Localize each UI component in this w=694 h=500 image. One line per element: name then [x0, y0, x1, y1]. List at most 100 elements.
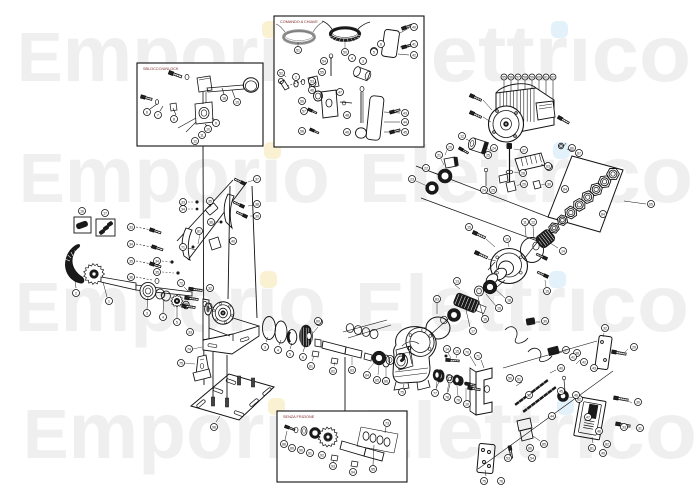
- svg-text:36: 36: [209, 220, 213, 224]
- svg-text:47: 47: [338, 90, 342, 94]
- svg-text:2: 2: [75, 291, 77, 295]
- svg-text:76: 76: [499, 479, 503, 483]
- svg-text:43: 43: [403, 111, 407, 115]
- svg-text:98: 98: [212, 425, 216, 429]
- svg-text:27: 27: [522, 148, 526, 152]
- svg-text:36: 36: [129, 275, 133, 279]
- svg-text:5: 5: [176, 320, 178, 324]
- svg-text:20: 20: [448, 145, 452, 149]
- svg-text:12: 12: [193, 139, 197, 143]
- svg-text:90: 90: [299, 448, 303, 452]
- svg-text:3: 3: [264, 345, 266, 349]
- svg-text:5: 5: [373, 50, 375, 54]
- svg-text:43: 43: [592, 366, 596, 370]
- svg-text:10: 10: [206, 127, 210, 131]
- svg-text:79: 79: [456, 398, 460, 402]
- svg-text:37: 37: [255, 177, 259, 181]
- svg-text:23: 23: [410, 177, 414, 181]
- svg-text:40: 40: [412, 25, 416, 29]
- svg-text:42: 42: [412, 53, 416, 57]
- svg-text:49: 49: [345, 130, 349, 134]
- svg-text:92: 92: [320, 453, 324, 457]
- svg-text:38: 38: [255, 202, 259, 206]
- svg-text:14: 14: [445, 347, 449, 351]
- svg-text:5: 5: [289, 352, 291, 356]
- svg-text:63: 63: [546, 164, 550, 168]
- svg-text:4: 4: [277, 348, 279, 352]
- svg-text:65: 65: [375, 378, 379, 382]
- svg-text:10: 10: [505, 237, 509, 241]
- svg-text:19: 19: [235, 100, 239, 104]
- svg-text:8: 8: [173, 117, 175, 121]
- svg-text:17: 17: [103, 211, 107, 215]
- svg-text:15: 15: [545, 289, 549, 293]
- svg-text:91: 91: [308, 451, 312, 455]
- svg-text:75: 75: [179, 361, 183, 365]
- svg-text:52: 52: [279, 71, 283, 75]
- svg-text:56: 56: [300, 99, 304, 103]
- svg-text:93: 93: [331, 464, 335, 468]
- svg-text:56: 56: [509, 75, 513, 79]
- svg-text:35: 35: [155, 270, 159, 274]
- svg-text:4: 4: [162, 315, 164, 319]
- svg-text:4: 4: [351, 56, 353, 60]
- svg-text:57: 57: [302, 109, 306, 113]
- svg-text:40: 40: [559, 366, 563, 370]
- svg-text:83: 83: [435, 297, 439, 301]
- svg-text:65: 65: [649, 202, 653, 206]
- svg-text:39: 39: [255, 214, 259, 218]
- svg-text:10: 10: [465, 402, 469, 406]
- svg-text:33: 33: [181, 200, 185, 204]
- svg-text:45: 45: [559, 389, 563, 393]
- svg-text:88: 88: [282, 442, 286, 446]
- svg-text:58: 58: [300, 129, 304, 133]
- svg-text:33: 33: [188, 330, 192, 334]
- svg-text:COMANDO A CHIAVE: COMANDO A CHIAVE: [280, 20, 318, 24]
- svg-text:78: 78: [445, 395, 449, 399]
- svg-text:1: 1: [108, 299, 110, 303]
- svg-text:16: 16: [483, 317, 487, 321]
- svg-text:61: 61: [544, 75, 548, 79]
- svg-text:48: 48: [597, 429, 601, 433]
- svg-text:30: 30: [636, 400, 640, 404]
- svg-text:7: 7: [157, 113, 159, 117]
- svg-text:44: 44: [550, 414, 554, 418]
- svg-text:44: 44: [403, 120, 407, 124]
- svg-text:6: 6: [302, 355, 304, 359]
- svg-text:89: 89: [290, 446, 294, 450]
- svg-text:57: 57: [516, 75, 520, 79]
- svg-text:67: 67: [577, 151, 581, 155]
- svg-text:30: 30: [547, 182, 551, 186]
- svg-text:35: 35: [129, 259, 133, 263]
- svg-text:39: 39: [543, 319, 547, 323]
- svg-text:64: 64: [601, 212, 605, 216]
- svg-text:61: 61: [309, 364, 313, 368]
- svg-text:72: 72: [179, 281, 183, 285]
- svg-text:62: 62: [577, 397, 581, 401]
- svg-text:34: 34: [129, 242, 133, 246]
- svg-text:53: 53: [506, 456, 510, 460]
- svg-text:46: 46: [574, 393, 578, 397]
- svg-text:35: 35: [208, 199, 212, 203]
- svg-text:64: 64: [365, 373, 369, 377]
- svg-text:22: 22: [424, 166, 428, 170]
- svg-text:SBLOCCO/UNLOCK: SBLOCCO/UNLOCK: [143, 67, 179, 71]
- svg-text:25: 25: [491, 188, 495, 192]
- svg-text:13: 13: [455, 279, 459, 283]
- svg-text:18: 18: [507, 298, 511, 302]
- svg-text:24: 24: [482, 188, 486, 192]
- svg-text:6: 6: [146, 110, 148, 114]
- svg-text:31: 31: [638, 426, 642, 430]
- svg-text:74: 74: [187, 347, 191, 351]
- svg-text:55: 55: [502, 75, 506, 79]
- svg-text:60: 60: [537, 75, 541, 79]
- svg-text:71: 71: [476, 354, 480, 358]
- svg-text:3: 3: [362, 59, 364, 63]
- svg-text:54: 54: [322, 59, 326, 63]
- svg-text:28: 28: [521, 171, 525, 175]
- svg-text:34: 34: [155, 259, 159, 263]
- svg-text:29: 29: [632, 345, 636, 349]
- svg-text:95: 95: [371, 467, 375, 471]
- svg-text:6: 6: [380, 42, 382, 46]
- svg-text:15: 15: [467, 225, 471, 229]
